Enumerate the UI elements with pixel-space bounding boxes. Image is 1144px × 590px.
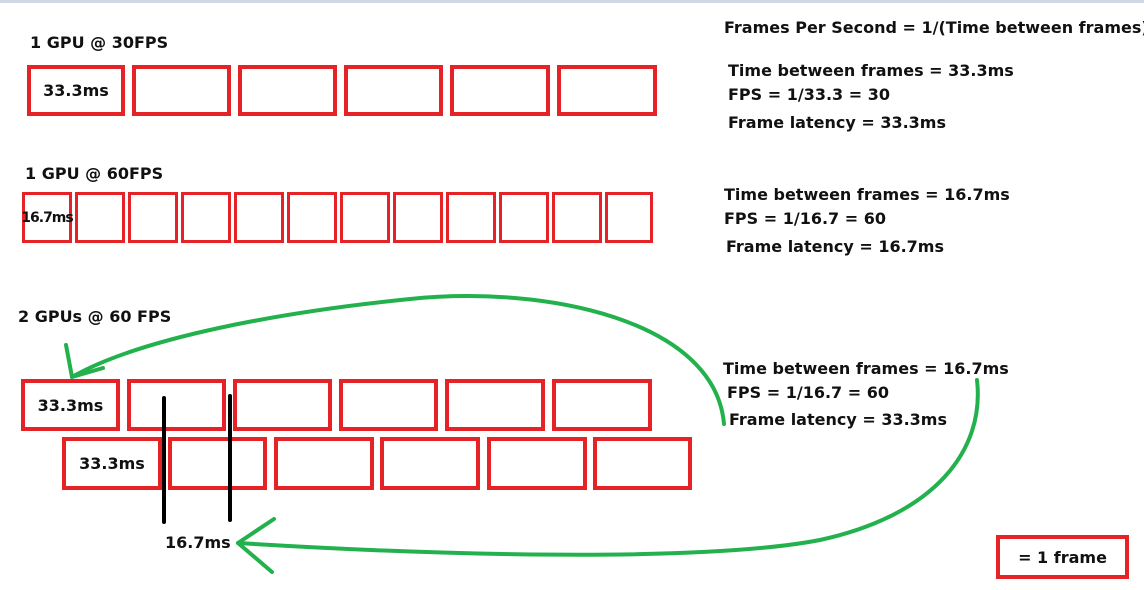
row3-gpu1-frame-1: 33.3ms [21, 379, 120, 431]
row2-frame-5 [234, 192, 284, 243]
row1-frame-3 [238, 65, 337, 116]
row2-frame-3 [128, 192, 178, 243]
row3-interval-label: 16.7ms [165, 533, 231, 552]
row2-frame-9 [446, 192, 496, 243]
row2-frame-7 [340, 192, 390, 243]
row1-frame-1: 33.3ms [27, 65, 125, 116]
row2-title: 1 GPU @ 60FPS [25, 164, 164, 183]
row3-gpu2-frame-6 [593, 437, 692, 490]
row2-frame-11 [552, 192, 602, 243]
info3-time-between-frames: Time between frames = 16.7ms [723, 359, 1009, 378]
row1-frame-6 [557, 65, 657, 116]
info3-frame-latency: Frame latency = 33.3ms [729, 410, 947, 429]
info3-fps: FPS = 1/16.7 = 60 [727, 383, 889, 402]
row1-frame-5 [450, 65, 550, 116]
row3-title: 2 GPUs @ 60 FPS [18, 307, 172, 326]
row3-gpu1-frame-3 [233, 379, 332, 431]
row3-gpu2-frame-1: 33.3ms [62, 437, 162, 490]
row2-frame-2 [75, 192, 125, 243]
row2-frame-6 [287, 192, 337, 243]
legend-frame-box: = 1 frame [996, 535, 1129, 579]
row3-gpu2-frame-5 [487, 437, 587, 490]
row1-title: 1 GPU @ 30FPS [30, 33, 169, 52]
row2-frame-4 [181, 192, 231, 243]
row3-gpu1-frame-4 [339, 379, 438, 431]
row3-gpu2-frame-2 [168, 437, 267, 490]
row2-frame-8 [393, 192, 443, 243]
row1-frame-4 [344, 65, 443, 116]
row2-frame-1: 16.7ms [21, 192, 74, 243]
row1-frame-2 [132, 65, 231, 116]
info2-time-between-frames: Time between frames = 16.7ms [724, 185, 1010, 204]
row2-frame-10 [499, 192, 549, 243]
info2-frame-latency: Frame latency = 16.7ms [726, 237, 944, 256]
row3-gpu1-frame-2 [127, 379, 226, 431]
info1-fps: FPS = 1/33.3 = 30 [728, 85, 890, 104]
interval-arrow-head [236, 517, 276, 574]
row3-gpu1-frame-6 [552, 379, 652, 431]
info1-frame-latency: Frame latency = 33.3ms [728, 113, 946, 132]
row3-gpu2-frame-4 [380, 437, 480, 490]
row2-frame-12 [605, 192, 653, 243]
info1-time-between-frames: Time between frames = 33.3ms [728, 61, 1014, 80]
top-border-line [0, 0, 1144, 3]
info2-fps: FPS = 1/16.7 = 60 [724, 209, 886, 228]
latency-arrow-head [64, 343, 105, 379]
fps-formula: Frames Per Second = 1/(Time between fram… [724, 18, 1144, 37]
row3-gpu1-frame-5 [445, 379, 545, 431]
row3-gpu2-frame-3 [274, 437, 374, 490]
